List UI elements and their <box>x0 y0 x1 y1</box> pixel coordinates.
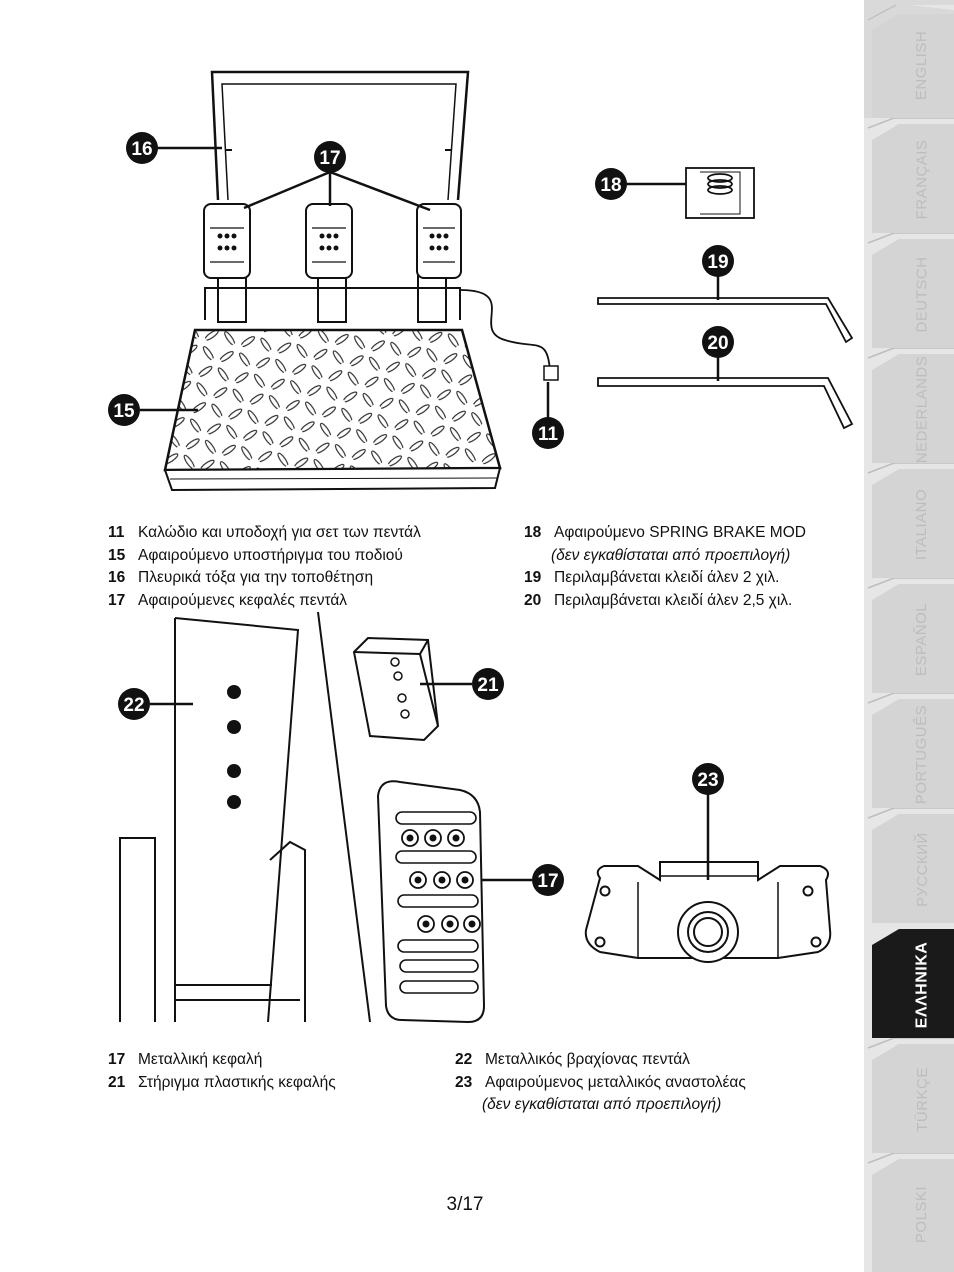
callout-19: 19 <box>702 245 734 277</box>
callout-11: 11 <box>532 417 564 449</box>
tab-deutsch[interactable]: DEUTSCH <box>913 256 931 333</box>
tab-francais[interactable]: FRANÇAIS <box>913 139 931 220</box>
callout-15: 15 <box>108 394 140 426</box>
tab-english[interactable]: ENGLISH <box>913 30 931 101</box>
tab-russian[interactable]: РУССКИЙ <box>913 832 931 907</box>
legend-number: 21 <box>108 1073 126 1091</box>
svg-text:15: 15 <box>113 401 135 422</box>
tab-espanol[interactable]: ESPAÑOL <box>913 602 931 677</box>
legend-text: Καλώδιο και υποδοχή για σετ των πεντάλ <box>138 524 421 541</box>
callout-16: 16 <box>126 132 158 164</box>
legend-number: 22 <box>455 1051 473 1068</box>
legend-number: 23 <box>455 1073 473 1091</box>
callout-23: 23 <box>692 763 724 795</box>
tab-portugues[interactable]: PORTUGUÊS <box>913 704 931 805</box>
legend-text: Αφαιρούμενο υποστήριγμα του ποδιού <box>138 546 403 564</box>
leader-lines-bottom <box>150 682 710 882</box>
pedal-arm-drawing <box>119 611 371 1023</box>
svg-text:17: 17 <box>537 871 558 892</box>
callout-21: 21 <box>472 668 504 700</box>
svg-text:19: 19 <box>707 252 728 273</box>
legend-item: 16 Πλευρικά τόξα για την τοποθέτηση <box>108 567 421 590</box>
callout-20: 20 <box>702 326 734 358</box>
svg-text:20: 20 <box>707 333 728 354</box>
hex-key-2-5mm-drawing <box>597 377 854 430</box>
legend-number: 17 <box>108 591 126 609</box>
callout-18: 18 <box>595 168 627 200</box>
tab-nederlands[interactable]: NEDERLANDS <box>913 355 931 464</box>
callout-22: 22 <box>118 688 150 720</box>
legend-item: 18 Αφαιρούμενο SPRING BRAKE MOD <box>524 522 806 545</box>
spring-brake-mod-drawing <box>685 167 755 219</box>
tab-turkce[interactable]: TÜRKÇE <box>913 1067 931 1132</box>
legend-item: 20 Περιλαμβάνεται κλειδί άλεν 2,5 χιλ. <box>524 590 806 613</box>
page-number: 3/17 <box>446 1194 484 1215</box>
svg-text:21: 21 <box>477 675 499 696</box>
legend-number: 19 <box>524 569 542 586</box>
legend-item: 22 Μεταλλικός βραχίονας πεντάλ <box>455 1049 746 1072</box>
legend-text: Περιλαμβάνεται κλειδί άλεν 2 χιλ. <box>554 569 780 586</box>
tab-backgrounds <box>864 0 954 1272</box>
svg-text:22: 22 <box>123 695 144 716</box>
legend-bottom-right: 22 Μεταλλικός βραχίονας πεντάλ 23 Αφαιρούμ… <box>455 1049 746 1117</box>
callout-17: 17 <box>314 141 346 173</box>
legend-text: Μεταλλική κεφαλή <box>138 1051 263 1068</box>
legend-item: 15 Αφαιρούμενο υποστήριγμα του ποδιού <box>108 545 421 568</box>
legend-note: (δεν εγκαθίσταται από προεπιλογή) <box>551 546 791 564</box>
legend-text: Πλευρικά τόξα για την τοποθέτηση <box>138 569 374 586</box>
legend-number: 15 <box>108 546 126 564</box>
legend-item: 19 Περιλαμβάνεται κλειδί άλεν 2 χιλ. <box>524 567 806 590</box>
legend-item: 11 Καλώδιο και υποδοχή για σετ των πεντάλ <box>108 522 421 545</box>
legend-number: 11 <box>108 524 125 541</box>
tab-greek-active[interactable]: ΕΛΛΗΝΙΚΑ <box>913 941 930 1028</box>
callout-17b: 17 <box>532 864 564 896</box>
legend-number: 16 <box>108 569 126 586</box>
legend-text: Μεταλλικός βραχίονας πεντάλ <box>485 1051 690 1068</box>
metal-pedal-head-drawing <box>376 780 486 1024</box>
hex-key-2mm-drawing <box>597 297 854 344</box>
legend-item: 17 Αφαιρούμενες κεφαλές πεντάλ <box>108 590 421 613</box>
legend-item: 17 Μεταλλική κεφαλή <box>108 1049 336 1072</box>
legend-text: Αφαιρούμενος μεταλλικός αναστολέας <box>485 1073 746 1091</box>
legend-number: 20 <box>524 591 542 609</box>
language-tabs: ENGLISH FRANÇAIS DEUTSCH NEDERLANDS ITAL… <box>864 0 954 1272</box>
legend-number: 18 <box>524 524 542 541</box>
plastic-head-support-drawing <box>352 636 440 742</box>
svg-text:11: 11 <box>538 424 559 445</box>
svg-text:16: 16 <box>131 139 152 160</box>
legend-top-left: 11 Καλώδιο και υποδοχή για σετ των πεντάλ… <box>108 522 421 612</box>
legend-text: Αφαιρούμενο SPRING BRAKE MOD <box>554 524 806 541</box>
svg-text:23: 23 <box>697 770 718 791</box>
legend-note: (δεν εγκαθίσταται από προεπιλογή) <box>482 1096 722 1113</box>
legend-text: Αφαιρούμενες κεφαλές πεντάλ <box>138 591 348 609</box>
legend-text: Στήριγμα πλαστικής κεφαλής <box>138 1073 336 1091</box>
svg-text:18: 18 <box>600 175 621 196</box>
svg-text:17: 17 <box>319 148 340 169</box>
pedal-set-drawing <box>163 70 559 492</box>
tab-polski[interactable]: POLSKI <box>913 1185 931 1244</box>
legend-text: Περιλαμβάνεται κλειδί άλεν 2,5 χιλ. <box>554 591 793 609</box>
legend-item: 21 Στήριγμα πλαστικής κεφαλής <box>108 1072 336 1095</box>
legend-number: 17 <box>108 1051 126 1068</box>
legend-item: 23 Αφαιρούμενος μεταλλικός αναστολέας <box>455 1072 746 1095</box>
tab-italiano[interactable]: ITALIANO <box>913 488 931 561</box>
legend-top-right: 18 Αφαιρούμενο SPRING BRAKE MOD (δεν εγκα… <box>524 522 806 612</box>
legend-bottom-left: 17 Μεταλλική κεφαλή 21 Στήριγμα πλαστικής … <box>108 1049 336 1094</box>
